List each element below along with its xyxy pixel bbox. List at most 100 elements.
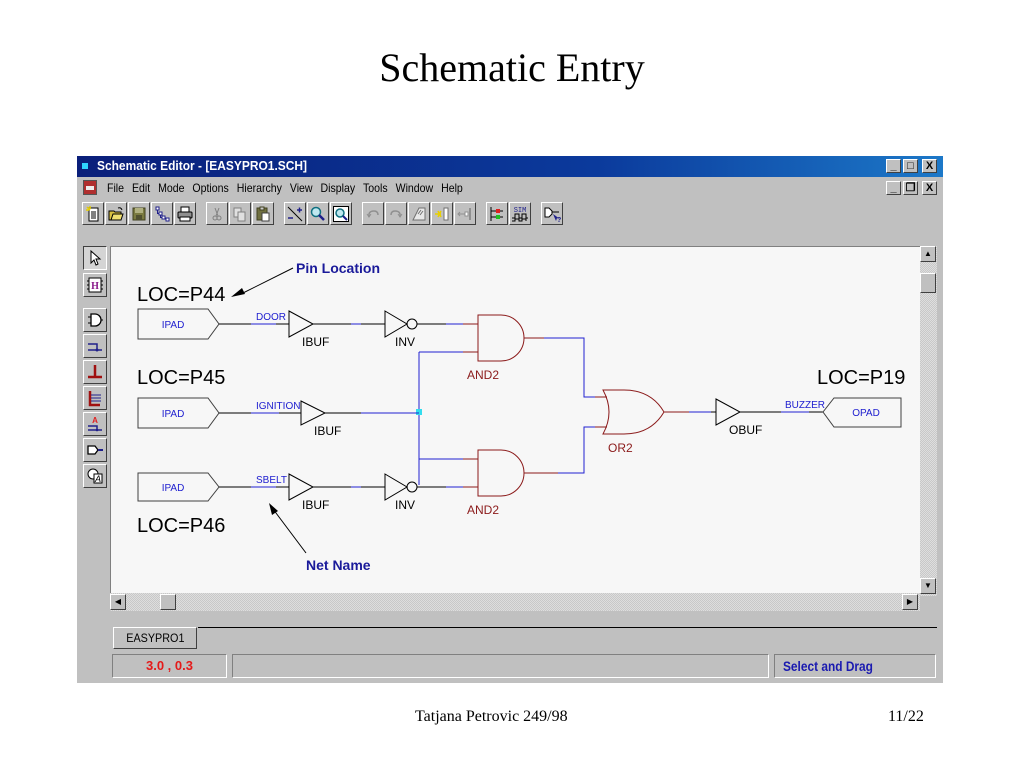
copy-icon <box>233 207 246 221</box>
hierarchy-symbol-button[interactable]: H <box>83 273 107 297</box>
zoom-box-button[interactable] <box>330 202 352 225</box>
inv-sbelt[interactable]: INV <box>384 473 418 512</box>
doc-minimize-button[interactable]: _ <box>886 181 901 195</box>
net-name-button[interactable]: A <box>83 412 107 436</box>
zoom-button[interactable] <box>307 202 329 225</box>
scroll-down-button[interactable]: ▼ <box>920 578 936 594</box>
obuf-label: OBUF <box>729 423 762 437</box>
status-mode-text: Select and Drag <box>783 658 873 674</box>
hierarchy-icon <box>155 206 170 221</box>
and2-bottom[interactable]: AND2 <box>467 449 525 517</box>
sim-icon: SIM <box>512 207 528 221</box>
menu-hierarchy[interactable]: Hierarchy <box>236 181 282 195</box>
hand-button[interactable] <box>408 202 430 225</box>
print-button[interactable] <box>174 202 196 225</box>
select-tool-button[interactable] <box>83 246 107 270</box>
push-icon <box>435 207 449 220</box>
opad-buzzer[interactable]: OPAD <box>822 397 902 428</box>
add-text-button[interactable]: A <box>83 464 107 488</box>
save-button[interactable] <box>128 202 150 225</box>
doc-close-button[interactable]: X <box>922 181 937 195</box>
tab-label: EASYPRO1 <box>125 631 185 645</box>
scroll-up-button[interactable]: ▲ <box>920 246 936 262</box>
ibuf-door[interactable]: IBUF <box>288 310 329 349</box>
menu-help[interactable]: Help <box>441 181 463 195</box>
title-bar[interactable]: Schematic Editor - [EASYPRO1.SCH] _ □ X <box>77 156 943 177</box>
paste-button[interactable] <box>252 202 274 225</box>
net-name-icon: A <box>88 416 102 432</box>
menu-display[interactable]: Display <box>320 181 356 195</box>
schematic-drawing: Pin Location Net Name LOC=P44 LOC=P45 LO… <box>137 260 905 573</box>
and2-top[interactable]: AND2 <box>467 314 525 382</box>
svg-text:A: A <box>94 474 101 484</box>
minimize-button[interactable]: _ <box>886 159 901 173</box>
ipad-label: IPAD <box>162 409 185 420</box>
schematic-editor-window: Schematic Editor - [EASYPRO1.SCH] _ □ X … <box>77 156 943 683</box>
horizontal-scroll-thumb[interactable] <box>160 594 176 610</box>
add-net-button[interactable] <box>83 334 107 358</box>
obuf[interactable]: OBUF <box>715 398 762 437</box>
ibuf-label: IBUF <box>314 424 341 438</box>
scroll-left-button[interactable]: ◀ <box>110 594 126 610</box>
paste-icon <box>256 206 270 221</box>
add-bus-button[interactable] <box>83 360 107 384</box>
net-name-arrow <box>272 508 307 554</box>
logic-level-icon <box>490 206 503 221</box>
ipad-ignition[interactable]: IPAD <box>137 397 220 429</box>
menu-mode[interactable]: Mode <box>158 181 185 195</box>
ibuf-ignition[interactable]: IBUF <box>300 400 341 438</box>
or2-gate[interactable]: OR2 <box>602 389 665 455</box>
schematic-canvas[interactable]: Pin Location Net Name LOC=P44 LOC=P45 LO… <box>110 246 921 594</box>
maximize-button[interactable]: □ <box>903 159 918 173</box>
print-icon <box>177 206 193 221</box>
add-symbol-button[interactable] <box>83 308 107 332</box>
and2-label: AND2 <box>467 368 499 382</box>
ipad-door[interactable]: IPAD <box>137 308 220 340</box>
open-button[interactable] <box>105 202 127 225</box>
menu-tools[interactable]: Tools <box>363 181 388 195</box>
vertical-scroll-thumb[interactable] <box>920 273 936 293</box>
loc-label-p45: LOC=P45 <box>137 367 225 389</box>
net-label-sbelt: SBELT <box>256 475 287 486</box>
loc-label-p44: LOC=P44 <box>137 284 225 306</box>
and2-label: AND2 <box>467 503 499 517</box>
copy-button[interactable] <box>229 202 251 225</box>
cut-button[interactable] <box>206 202 228 225</box>
inv-door[interactable]: INV <box>384 310 418 349</box>
new-button[interactable] <box>82 202 104 225</box>
pop-button[interactable] <box>454 202 476 225</box>
hierarchy-button[interactable] <box>151 202 173 225</box>
vertical-scrollbar[interactable]: ▲ ▼ <box>920 246 937 596</box>
new-icon <box>86 205 99 221</box>
loc-label-p19: LOC=P19 <box>817 367 905 389</box>
horizontal-scrollbar[interactable]: ◀ ▶ <box>110 593 920 611</box>
status-message <box>232 654 769 678</box>
document-menu-icon[interactable] <box>83 180 97 195</box>
push-button[interactable] <box>431 202 453 225</box>
menu-options[interactable]: Options <box>192 181 229 195</box>
or2-label: OR2 <box>608 441 633 455</box>
ibuf-label: IBUF <box>302 498 329 512</box>
footer-page-number: 11/22 <box>888 708 924 725</box>
scroll-right-button[interactable]: ▶ <box>902 594 918 610</box>
menu-window[interactable]: Window <box>395 181 434 195</box>
doc-restore-button[interactable]: ❐ <box>903 181 918 195</box>
ibuf-sbelt[interactable]: IBUF <box>288 473 329 512</box>
svg-text:?: ? <box>557 217 561 223</box>
menu-file[interactable]: File <box>107 181 125 195</box>
logic-level-button[interactable] <box>486 202 508 225</box>
menu-view[interactable]: View <box>289 181 313 195</box>
add-bus-tap-button[interactable] <box>83 386 107 410</box>
tab-easypro1[interactable]: EASYPRO1 <box>113 627 197 649</box>
close-button[interactable]: X <box>922 159 937 173</box>
undo-button[interactable] <box>362 202 384 225</box>
query-button[interactable]: ? <box>541 202 563 225</box>
redo-button[interactable] <box>385 202 407 225</box>
ipad-sbelt[interactable]: IPAD <box>137 472 220 502</box>
zoom-in-out-button[interactable] <box>284 202 306 225</box>
io-marker-button[interactable] <box>83 438 107 462</box>
svg-text:A: A <box>92 416 98 425</box>
menu-edit[interactable]: Edit <box>131 181 151 195</box>
sim-button[interactable]: SIM <box>509 202 531 225</box>
menu-bar: File Edit Mode Options Hierarchy View Di… <box>77 178 943 198</box>
